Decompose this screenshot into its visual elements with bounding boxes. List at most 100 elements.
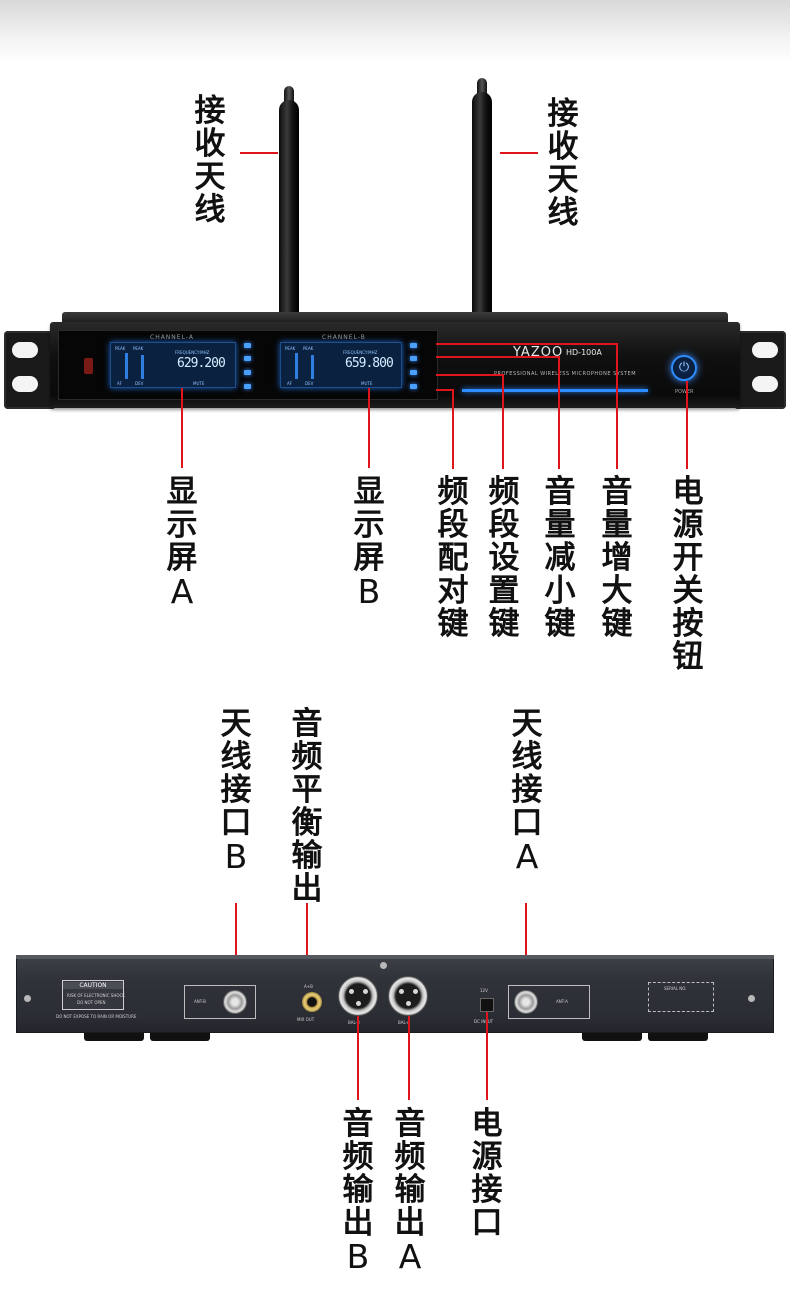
display-a-line (181, 388, 183, 468)
foot-1 (84, 1033, 144, 1041)
antenna-left-line (240, 152, 278, 154)
ir-window (84, 358, 93, 374)
xlr-out-b[interactable] (338, 976, 378, 1016)
ant-b-connector[interactable] (223, 990, 247, 1014)
audio-out-a-line (408, 1016, 410, 1100)
power-port-label: 电源接口 (471, 1106, 503, 1241)
foot-2 (150, 1033, 210, 1041)
ant-a-port-label-cn: 天线接口 (511, 706, 543, 841)
channel-b-button-4[interactable] (410, 384, 417, 389)
lcd-b-peak2: PEAK (303, 346, 314, 351)
ant-a-port-label-letter: A (515, 837, 539, 876)
lcd-a-meter-1 (125, 353, 128, 379)
channel-a-button-2[interactable] (244, 356, 251, 361)
power-port-line (486, 1012, 488, 1100)
lcd-b-peak1: PEAK (285, 346, 296, 351)
antenna-right-label: 接收天线 (547, 96, 579, 231)
ant-b-port-label-letter: B (224, 837, 248, 876)
lcd-b-af: AF (287, 381, 293, 386)
vol-up-line-v (616, 343, 618, 469)
xlr-a-pin-2 (413, 989, 418, 994)
vol-down-line-h (436, 356, 560, 358)
band-set-key-label: 频段设置键 (488, 474, 520, 642)
screw-top-center (380, 962, 387, 969)
balanced-out-label: 音频平衡输出 (291, 706, 323, 907)
display-b-label-letter: B (357, 572, 381, 611)
ant-b-port-label: 天线接口B (216, 708, 256, 875)
audio-out-a-label-cn: 音频输出 (394, 1106, 426, 1241)
band-set-line-v (502, 374, 504, 469)
bal-b-label: BAL-B (348, 1020, 360, 1025)
chassis-top (62, 312, 728, 324)
channel-b-button-2[interactable] (410, 356, 417, 361)
band-set-line-h (436, 374, 504, 376)
vol-down-key-label: 音量减小键 (544, 474, 576, 642)
bal-a-label: BAL-A (398, 1020, 410, 1025)
lcd-a-frequency: 629.200 (177, 356, 226, 371)
audio-out-b-label-cn: 音频输出 (342, 1106, 374, 1241)
lcd-a-af: AF (117, 381, 123, 386)
channel-a-button-3[interactable] (244, 370, 251, 375)
display-b-label: 显示屏B (349, 476, 389, 610)
pair-line-h (436, 389, 454, 391)
serial-number-box (648, 982, 714, 1012)
caution-label: CAUTION RISK OF ELECTRONIC SHOCK DO NOT … (62, 980, 125, 1010)
power-button[interactable]: ⏻ (671, 355, 697, 381)
lcd-a-mute: MUTE (193, 381, 205, 386)
lcd-a-dev: DEV (135, 381, 144, 386)
rack-hole-left-top (12, 342, 38, 358)
ant-b-port-line (235, 903, 237, 991)
caution-line-1: RISK OF ELECTRONIC SHOCK (67, 993, 125, 998)
power-button-label: 电源开关按钮 (672, 474, 704, 675)
lcd-b-meter-1 (295, 353, 298, 379)
channel-a-button-4[interactable] (244, 384, 251, 389)
antenna-right-line (500, 152, 538, 154)
display-b-label-cn: 显示屏 (353, 474, 385, 576)
channel-b-button-1[interactable] (410, 343, 417, 348)
ant-a-port-line (525, 903, 527, 991)
mix-out-label: MIX OUT (297, 1017, 315, 1022)
ant-b-port-label-cn: 天线接口 (220, 706, 252, 841)
lcd-b: PEAK PEAK FREQUENCY:MHZ 659.800 AF DEV M… (280, 342, 402, 388)
model-number: HD-100A (566, 348, 602, 357)
product-tagline: PROFESSIONAL WIRELESS MICROPHONE SYSTEM (494, 371, 637, 377)
mix-out-ab-label: A+B (304, 984, 313, 989)
display-b-line (368, 388, 370, 468)
channel-a-button-1[interactable] (244, 343, 251, 348)
lcd-a: PEAK PEAK FREQUENCY:MHZ 629.200 AF DEV M… (110, 342, 236, 388)
audio-out-b-label-letter: B (346, 1237, 370, 1276)
xlr-b-pin-3 (356, 1001, 361, 1006)
display-a-label-letter: A (170, 572, 194, 611)
xlr-a-pin-1 (399, 989, 404, 994)
xlr-a-pin-3 (406, 1001, 411, 1006)
vol-up-line-h (436, 343, 618, 345)
ant-a-connector[interactable] (514, 990, 538, 1014)
screw-right (748, 995, 755, 1002)
caution-line-3: DO NOT EXPOSE TO RAIN OR MOISTURE (56, 1014, 137, 1019)
back-chassis-top-edge (16, 955, 774, 959)
channel-b-label: CHANNEL-B (322, 334, 366, 341)
dc-input-jack[interactable] (480, 998, 494, 1012)
power-label: POWER (675, 389, 694, 395)
top-gradient-band (0, 0, 790, 62)
channel-b-button-3[interactable] (410, 370, 417, 375)
balanced-out-line (306, 903, 308, 969)
lcd-a-peak1: PEAK (115, 346, 126, 351)
caution-title: CAUTION (63, 982, 123, 989)
foot-3 (582, 1033, 642, 1041)
power-line (686, 381, 688, 469)
mix-out-jack[interactable] (302, 992, 322, 1012)
rack-hole-right-bottom (752, 376, 778, 392)
xlr-b-pin-2 (363, 989, 368, 994)
antenna-right (472, 92, 492, 316)
lcd-b-meter-2 (311, 355, 314, 379)
audio-out-b-label: 音频输出B (338, 1108, 378, 1275)
xlr-out-a[interactable] (388, 976, 428, 1016)
antenna-left-tip (284, 86, 294, 112)
display-a-label: 显示屏A (162, 476, 202, 610)
vol-up-key-label: 音量增大键 (601, 474, 633, 642)
display-a-label-cn: 显示屏 (166, 474, 198, 576)
channel-a-label: CHANNEL-A (150, 334, 194, 341)
vol-down-line-v (558, 356, 560, 469)
rack-hole-left-bottom (12, 376, 38, 392)
